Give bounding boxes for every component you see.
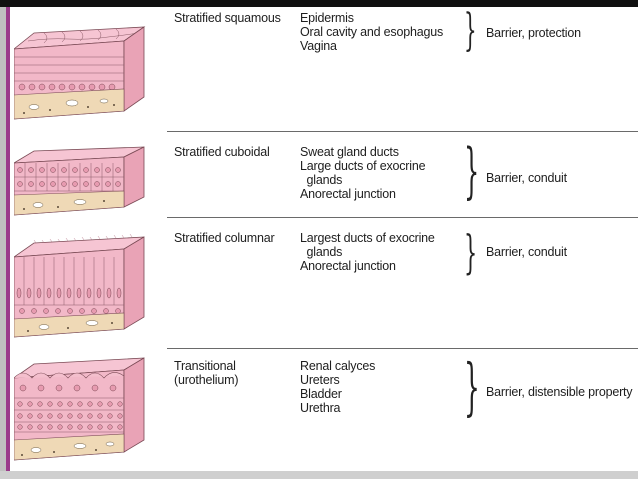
location-list: Sweat gland ducts Large ducts of exocrin… <box>300 145 426 201</box>
epithelium-type-line: Transitional <box>174 359 236 373</box>
location-item: Bladder <box>300 387 342 401</box>
table-row: Stratified columnar Largest ducts of exo… <box>10 217 638 348</box>
function-text: Barrier, distensible property <box>486 385 633 399</box>
location-item: Large ducts of exocrine <box>300 159 426 173</box>
table-row: Stratified cuboidal Sweat gland ducts La… <box>10 131 638 217</box>
stratified-columnar-illustration <box>14 233 145 338</box>
location-item: Largest ducts of exocrine <box>300 231 435 245</box>
table-row: Transitional (urothelium) Renal calyces … <box>10 348 638 468</box>
location-item: Urethra <box>300 401 341 415</box>
stratified-cuboidal-illustration <box>14 146 145 216</box>
function-text: Barrier, protection <box>486 26 581 40</box>
left-frame <box>0 7 6 479</box>
brace: } <box>464 225 478 279</box>
location-item: Vagina <box>300 39 337 53</box>
location-list: Largest ducts of exocrine glands Anorect… <box>300 231 435 273</box>
row-divider <box>167 348 638 349</box>
location-item: glands <box>300 245 343 259</box>
transitional-illustration <box>14 357 145 461</box>
location-item: Epidermis <box>300 11 354 25</box>
epithelium-table: Stratified squamous Epidermis Oral cavit… <box>6 7 638 471</box>
function-text: Barrier, conduit <box>486 171 567 185</box>
stratified-squamous-illustration <box>14 26 146 120</box>
location-item: glands <box>300 173 343 187</box>
location-item: Renal calyces <box>300 359 376 373</box>
top-bar <box>0 0 638 7</box>
function-text: Barrier, conduit <box>486 245 567 259</box>
location-list: Epidermis Oral cavity and esophagus Vagi… <box>300 11 443 53</box>
location-list: Renal calyces Ureters Bladder Urethra <box>300 359 375 415</box>
location-item: Ureters <box>300 373 340 387</box>
epithelium-type: Stratified squamous <box>174 11 281 25</box>
bottom-frame <box>0 471 638 479</box>
location-item: Sweat gland ducts <box>300 145 399 159</box>
epithelium-type-line: (urothelium) <box>174 373 239 387</box>
table-row: Stratified squamous Epidermis Oral cavit… <box>10 7 638 131</box>
epithelium-type: Stratified cuboidal <box>174 145 270 159</box>
brace: } <box>464 136 480 206</box>
row-divider <box>167 131 638 132</box>
location-item: Oral cavity and esophagus <box>300 25 444 39</box>
location-item: Anorectal junction <box>300 259 396 273</box>
epithelium-type: Transitional (urothelium) <box>174 359 238 387</box>
brace: } <box>464 5 477 56</box>
epithelium-type: Stratified columnar <box>174 231 275 245</box>
location-item: Anorectal junction <box>300 187 396 201</box>
row-divider <box>167 217 638 218</box>
brace: } <box>464 350 480 423</box>
